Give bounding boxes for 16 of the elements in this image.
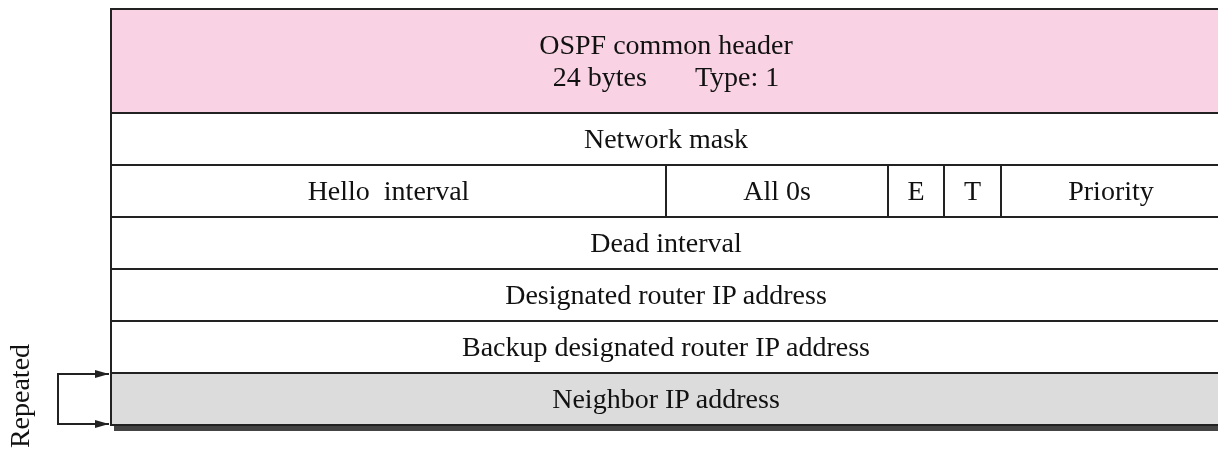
field-label: Hello interval — [307, 174, 470, 208]
field-label: T — [963, 174, 982, 208]
repeat-arrow — [57, 370, 110, 428]
repeat-label: Repeated — [6, 342, 34, 451]
field-label: OSPF common header — [539, 28, 793, 61]
field-label: E — [907, 174, 925, 208]
header-field — [110, 8, 1218, 114]
field-label: Dead interval — [590, 226, 742, 260]
field-label: Network mask — [583, 122, 749, 156]
field-label: Designated router IP address — [505, 278, 827, 312]
field-label: 24 bytes — [552, 61, 647, 94]
field-label: Backup designated router IP address — [462, 330, 870, 364]
field-label: Type: 1 — [694, 61, 780, 94]
field-label: All 0s — [743, 174, 811, 208]
field-label: Priority — [1068, 174, 1154, 208]
field-label: Neighbor IP address — [552, 382, 780, 416]
